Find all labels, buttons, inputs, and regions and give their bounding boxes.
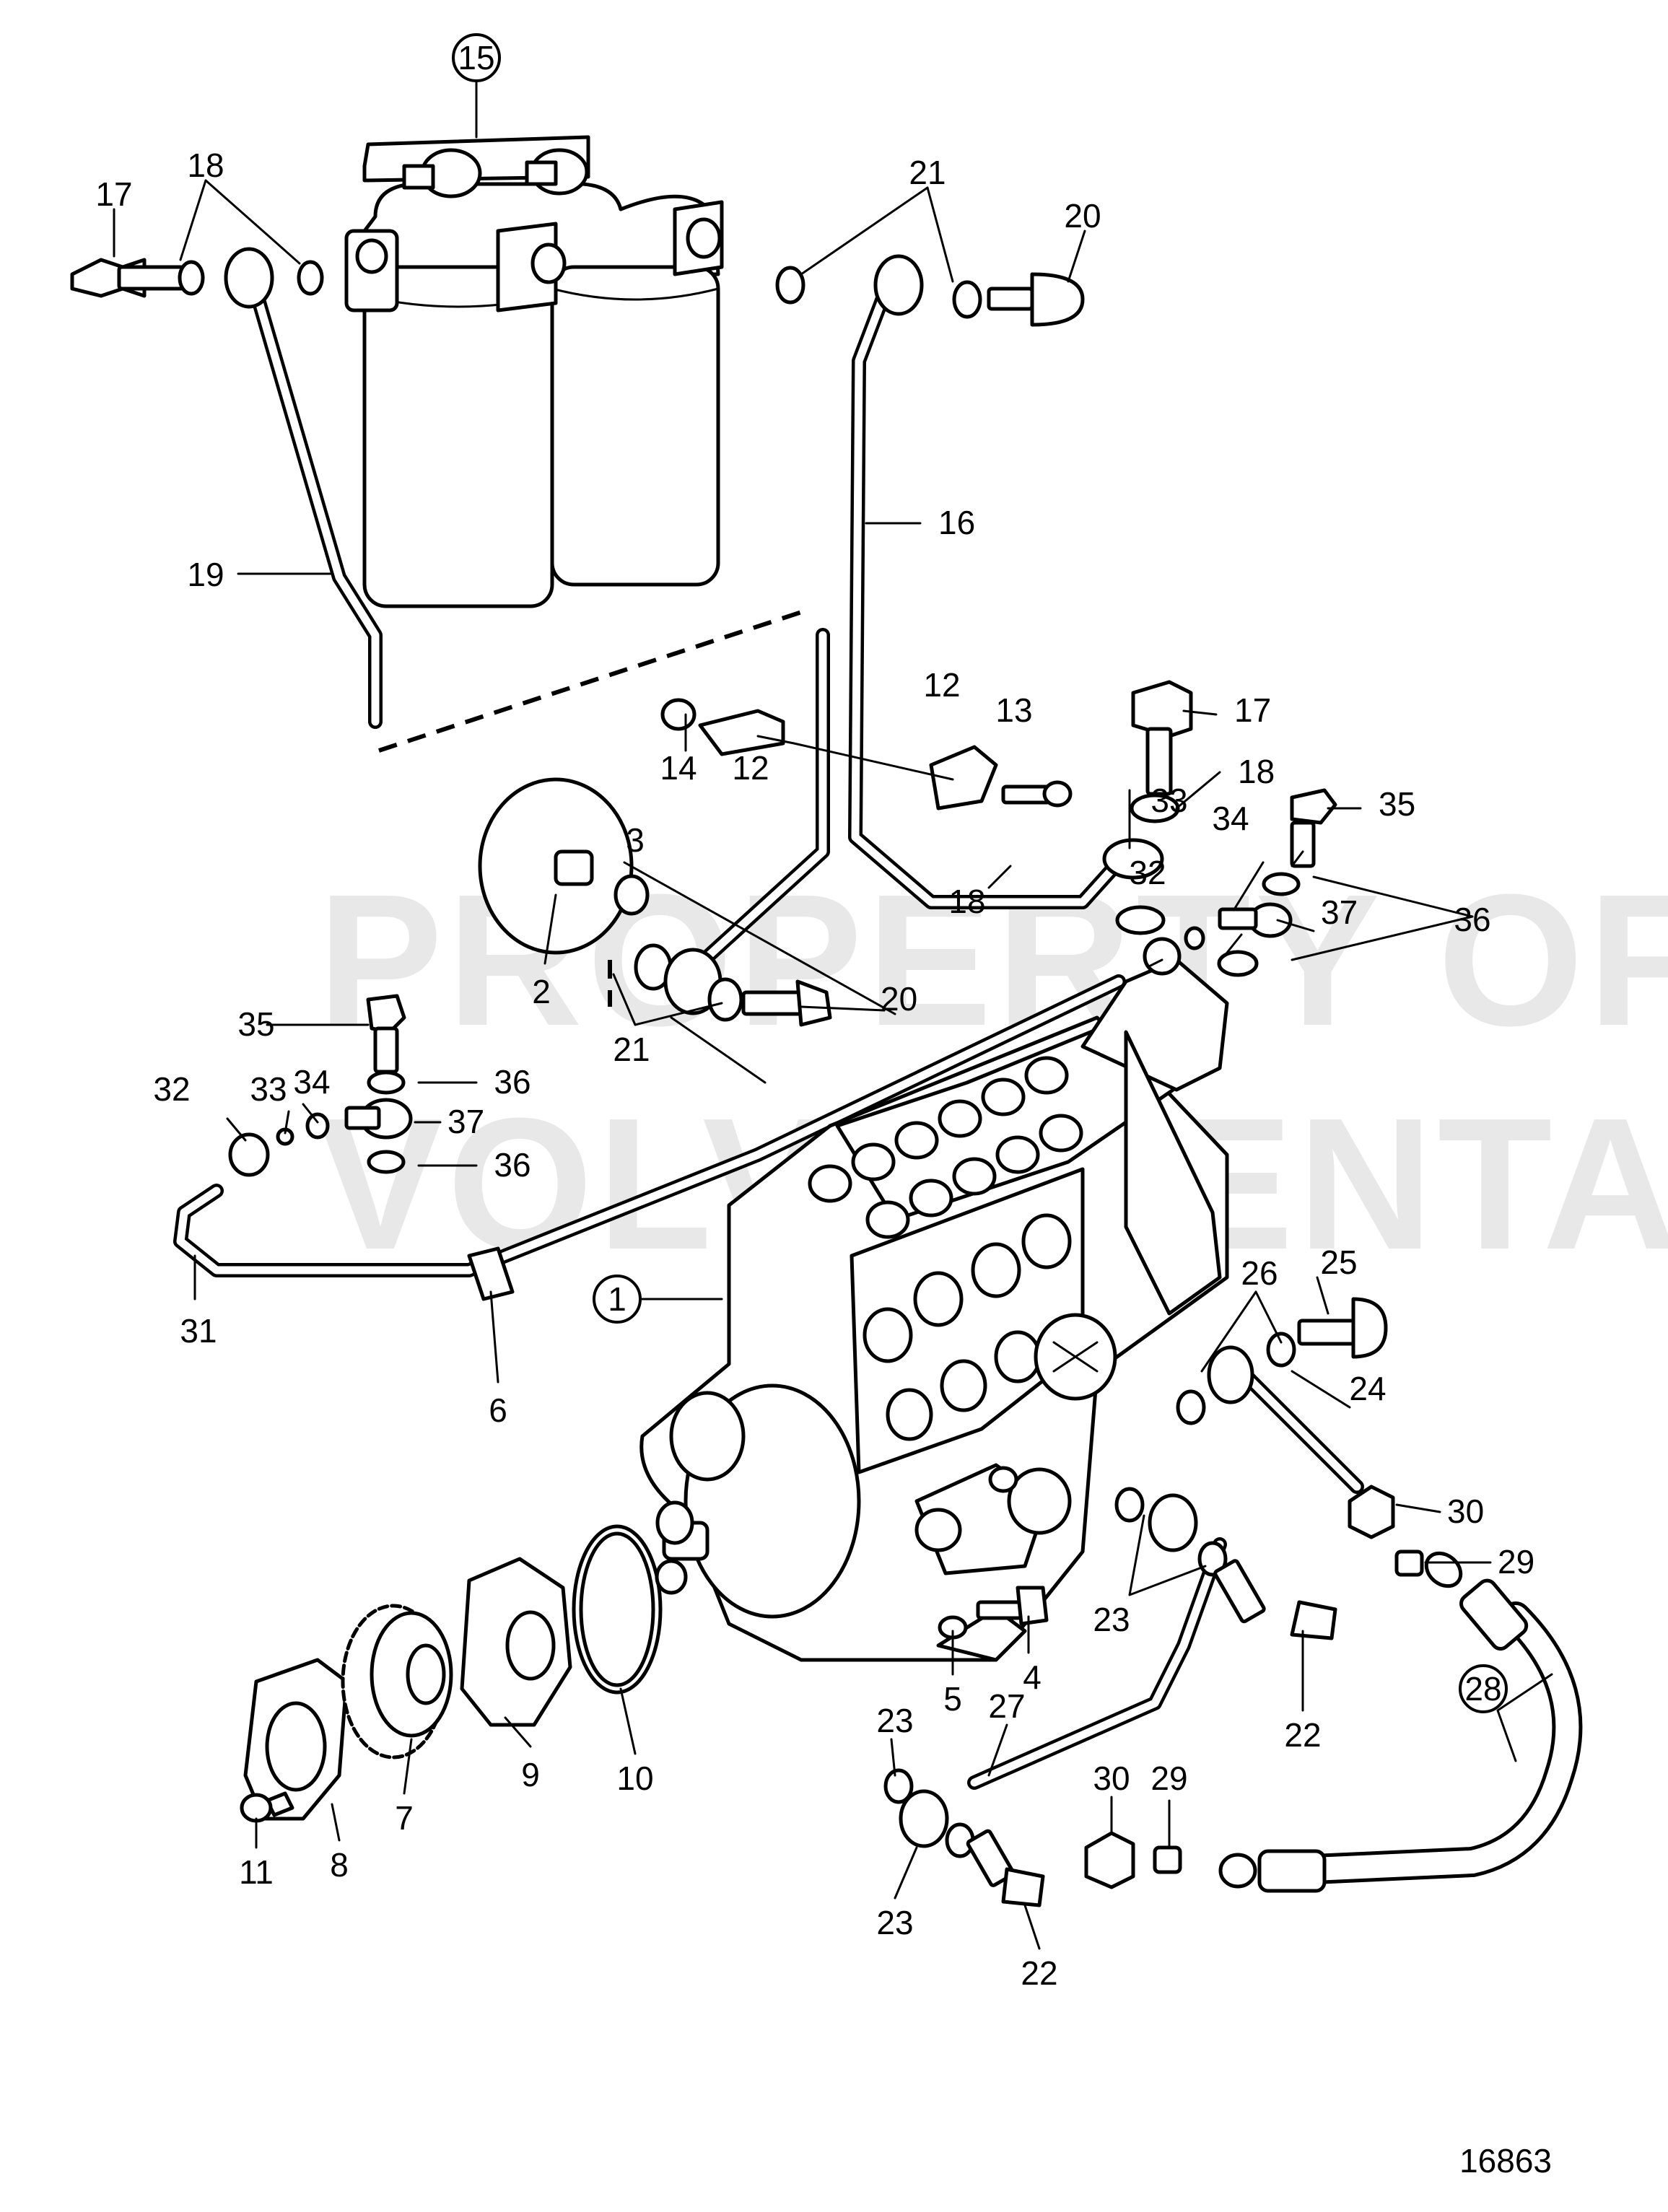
callout-31: 31 xyxy=(180,1312,217,1350)
callout-7: 7 xyxy=(395,1799,414,1837)
callout-34-left: 34 xyxy=(293,1063,330,1101)
callout-35-right: 35 xyxy=(1379,785,1415,823)
callout-22-bottom: 22 xyxy=(1021,1954,1057,1992)
callout-12-left: 12 xyxy=(732,749,769,787)
fuel-filter-assembly xyxy=(344,135,724,608)
callout-20-mid: 20 xyxy=(881,980,917,1018)
callout-labels: 15 1 28 17 18 21 20 16 19 12 13 14 12 17… xyxy=(95,39,1552,2180)
cover-2 xyxy=(478,777,634,955)
callout-36-left-top: 36 xyxy=(494,1063,530,1101)
callout-37-left: 37 xyxy=(447,1103,484,1140)
delivery-valves xyxy=(808,1056,1083,1239)
callout-29-right: 29 xyxy=(1498,1543,1534,1581)
callout-23-bottom: 23 xyxy=(876,1904,913,1941)
drawing-number: 16863 xyxy=(1459,2142,1552,2180)
callout-24: 24 xyxy=(1349,1370,1386,1407)
callout-11: 11 xyxy=(239,1853,274,1891)
callout-36-left-bottom: 36 xyxy=(494,1146,530,1184)
callout-18-mid: 18 xyxy=(948,883,985,920)
callout-35-left: 35 xyxy=(237,1005,274,1043)
callout-10: 10 xyxy=(616,1759,653,1797)
callout-6: 6 xyxy=(489,1391,507,1429)
callout-2: 2 xyxy=(532,973,551,1010)
callout-8: 8 xyxy=(330,1846,349,1884)
callout-21-mid: 21 xyxy=(613,1031,650,1068)
callout-14: 14 xyxy=(660,749,697,787)
callout-17-right: 17 xyxy=(1234,691,1271,729)
callout-36-right: 36 xyxy=(1454,901,1490,938)
callout-9: 9 xyxy=(521,1756,540,1793)
fuel-hose-28 xyxy=(1218,1551,1583,1893)
bolt-11 xyxy=(240,1793,273,1823)
callout-22-mid: 22 xyxy=(1284,1716,1321,1754)
leak-off-pipe-31 xyxy=(173,974,1126,1277)
fuel-pipe-27 xyxy=(967,1537,1227,1790)
injection-pump xyxy=(639,958,1229,1662)
callout-20-top: 20 xyxy=(1064,197,1101,235)
fuel-pipe-20-line xyxy=(693,628,830,971)
callout-33-left: 33 xyxy=(250,1070,287,1108)
callout-28: 28 xyxy=(1464,1670,1501,1708)
callout-25: 25 xyxy=(1320,1243,1357,1281)
fuel-pipe-19 xyxy=(249,285,383,729)
callout-30-right: 30 xyxy=(1447,1492,1484,1530)
callout-30-bottom: 30 xyxy=(1093,1759,1130,1797)
callout-16: 16 xyxy=(938,504,975,541)
callout-13: 13 xyxy=(995,691,1032,729)
callout-12-right: 12 xyxy=(923,666,960,704)
fittings xyxy=(70,247,1424,1907)
callout-23-mid: 23 xyxy=(1093,1601,1130,1638)
callout-18-top: 18 xyxy=(187,147,224,184)
callout-19: 19 xyxy=(187,556,224,593)
callout-26: 26 xyxy=(1241,1254,1278,1292)
fuel-pipe-24 xyxy=(1234,1364,1364,1494)
callout-circles xyxy=(452,33,1508,1713)
callout-4: 4 xyxy=(1023,1658,1042,1696)
callout-29-bottom: 29 xyxy=(1150,1759,1187,1797)
callout-3: 3 xyxy=(626,821,645,859)
callout-17-top: 17 xyxy=(95,175,132,213)
callout-23-top: 23 xyxy=(876,1702,913,1739)
callout-27: 27 xyxy=(988,1687,1025,1725)
callout-18-right: 18 xyxy=(1238,753,1275,790)
callout-1: 1 xyxy=(608,1280,626,1318)
leader-lines xyxy=(113,78,1553,1950)
callout-15: 15 xyxy=(458,39,494,76)
callout-33-right: 33 xyxy=(1150,782,1187,819)
callout-21-top: 21 xyxy=(909,154,946,191)
drive-gear-group xyxy=(240,1524,688,1823)
fuel-pipe-16 xyxy=(848,278,1122,909)
callout-37-right: 37 xyxy=(1321,893,1358,931)
callout-5: 5 xyxy=(943,1680,962,1718)
callout-32-left: 32 xyxy=(153,1070,190,1108)
callout-32-right: 32 xyxy=(1129,854,1166,891)
callout-34-right: 34 xyxy=(1212,800,1249,837)
